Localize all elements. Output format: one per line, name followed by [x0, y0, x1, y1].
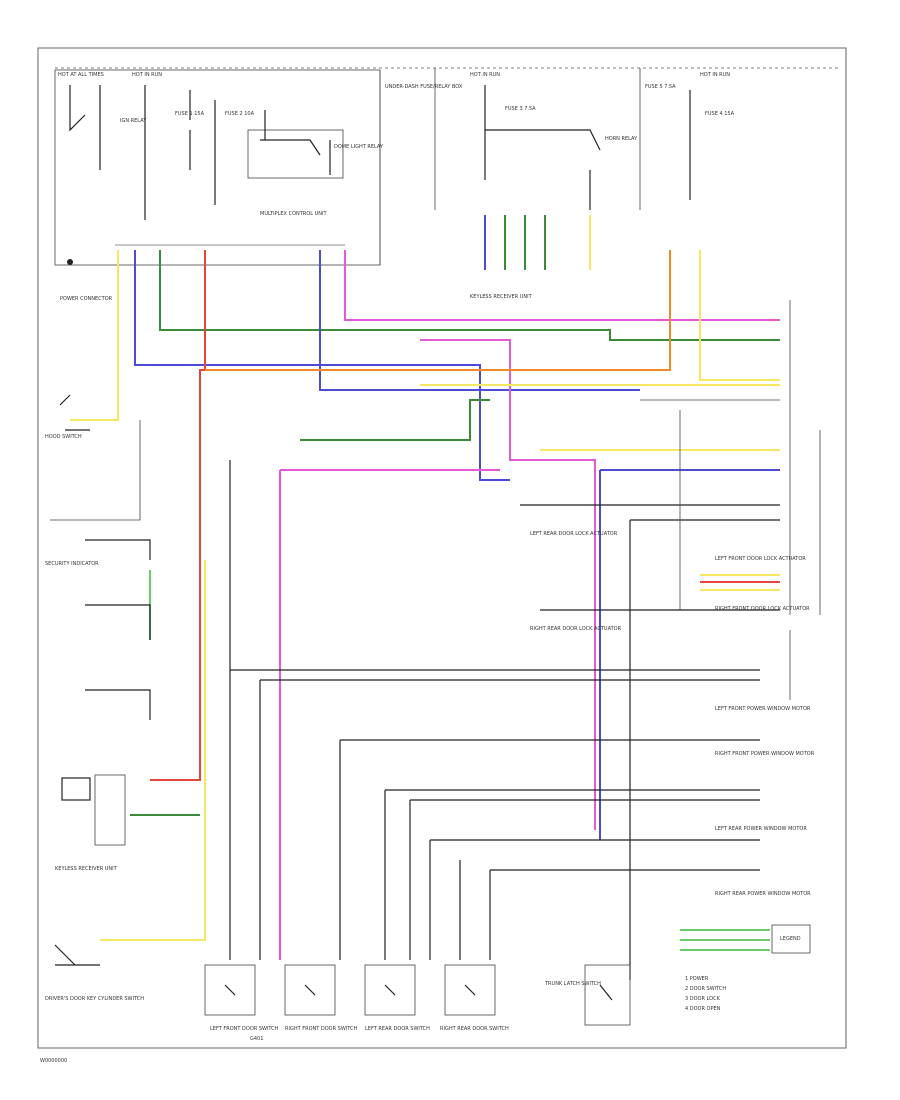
- wire-pink-2: [420, 339, 596, 830]
- label-key-cyl-switch: DRIVER'S DOOR KEY CYLINDER SWITCH: [45, 996, 144, 1002]
- wire-yellow-6: [700, 574, 780, 591]
- label-lr-door-lock: LEFT REAR DOOR LOCK ACTUATOR: [530, 531, 618, 537]
- legend-item-3: 4 DOOR OPEN: [685, 1006, 721, 1012]
- label-lf-door-switch: LEFT FRONT DOOR SWITCH: [210, 1026, 279, 1032]
- label-fuse-5: FUSE 5 7.5A: [645, 84, 676, 90]
- wire-group-mid: [484, 215, 526, 270]
- wire-red-1: [150, 250, 206, 781]
- legend: LEGEND 1 POWER 2 DOOR SWITCH 3 DOOR LOCK…: [685, 924, 811, 1012]
- key-cylinder-switch: DRIVER'S DOOR KEY CYLINDER SWITCH: [45, 944, 144, 1002]
- label-lf-door-lock: LEFT FRONT DOOR LOCK ACTUATOR: [715, 556, 806, 562]
- label-trunk-switch: TRUNK LATCH SWITCH: [544, 981, 601, 987]
- label-ground: G401: [250, 1036, 263, 1042]
- label-fuse-3: FUSE 3 7.5A: [505, 106, 536, 112]
- diagram-border: [37, 47, 847, 1049]
- wire-blue-3: [599, 469, 780, 840]
- diagram-code: W0000000: [40, 1058, 67, 1064]
- relay-box: [247, 129, 344, 179]
- label-power-connector: POWER CONNECTOR: [60, 296, 113, 302]
- label-fuse-1: FUSE 1 15A: [175, 111, 205, 117]
- wire-blue-1: [134, 250, 510, 481]
- fuse-box: [54, 69, 381, 266]
- label-fuse-2: FUSE 2 10A: [225, 111, 255, 117]
- hood-switch: HOOD SWITCH: [45, 394, 90, 440]
- wire-yellow-5: [100, 560, 206, 941]
- lr-door-switch: LEFT REAR DOOR SWITCH: [364, 964, 430, 1032]
- rf-door-switch: RIGHT FRONT DOOR SWITCH: [284, 964, 358, 1032]
- label-hot-all-times-1: HOT AT ALL TIMES: [58, 72, 104, 78]
- wire-yellow-3: [420, 250, 780, 386]
- label-hot-in-run-2: HOT IN RUN: [470, 72, 500, 78]
- label-hot-in-run-1: HOT IN RUN: [132, 72, 162, 78]
- label-hot-in-run-3: HOT IN RUN: [700, 72, 730, 78]
- wire-green-2: [300, 399, 490, 441]
- control-unit-connector: MULTIPLEX CONTROL UNIT: [115, 211, 345, 246]
- power-connector: POWER CONNECTOR: [60, 259, 113, 302]
- wire-ltgreen-2: [680, 929, 770, 951]
- label-keyless-receiver: KEYLESS RECEIVER UNIT: [55, 866, 118, 872]
- label-rr-door-switch: RIGHT REAR DOOR SWITCH: [440, 1026, 509, 1032]
- wire-blue-2: [319, 250, 640, 391]
- label-horn-relay: HORN RELAY: [605, 136, 638, 142]
- legend-item-1: 2 DOOR SWITCH: [685, 986, 726, 992]
- label-rf-door-lock: RIGHT FRONT DOOR LOCK ACTUATOR: [715, 606, 810, 612]
- label-lr-door-switch: LEFT REAR DOOR SWITCH: [365, 1026, 430, 1032]
- wire-pink-1: [344, 250, 780, 321]
- wire-green-1: [159, 250, 780, 341]
- legend-title: LEGEND: [780, 936, 801, 942]
- wire-yellow-1: [70, 250, 119, 421]
- label-ign-relay: IGN RELAY: [120, 118, 147, 124]
- label-lf-power-window: LEFT FRONT POWER WINDOW MOTOR: [715, 706, 811, 712]
- label-security-indicator: SECURITY INDICATOR: [45, 561, 99, 567]
- label-rf-door-switch: RIGHT FRONT DOOR SWITCH: [285, 1026, 358, 1032]
- wire-pink-3: [279, 469, 500, 960]
- label-keyless-ant: KEYLESS RECEIVER UNIT: [470, 294, 533, 300]
- label-rr-door-lock: RIGHT REAR DOOR LOCK ACTUATOR: [530, 626, 622, 632]
- label-fuse-4: FUSE 4 15A: [705, 111, 735, 117]
- security-indicator: SECURITY INDICATOR: [45, 539, 151, 720]
- label-panel-note: UNDER-DASH FUSE/RELAY BOX: [385, 84, 463, 90]
- legend-item-2: 3 DOOR LOCK: [685, 996, 721, 1002]
- label-dome-relay: DOME LIGHT RELAY: [334, 144, 384, 150]
- label-rr-power-window: RIGHT REAR POWER WINDOW MOTOR: [715, 891, 811, 897]
- wire-orange-1: [205, 250, 671, 371]
- legend-item-0: 1 POWER: [685, 976, 709, 982]
- label-hood-switch: HOOD SWITCH: [45, 434, 82, 440]
- label-rf-power-window: RIGHT FRONT POWER WINDOW MOTOR: [715, 751, 815, 757]
- label-lr-power-window: LEFT REAR POWER WINDOW MOTOR: [715, 826, 807, 832]
- lf-door-switch: LEFT FRONT DOOR SWITCH: [204, 964, 279, 1032]
- rr-door-switch: RIGHT REAR DOOR SWITCH: [440, 964, 509, 1032]
- label-control-unit: MULTIPLEX CONTROL UNIT: [260, 211, 327, 217]
- trunk-switch: TRUNK LATCH SWITCH: [544, 964, 631, 1026]
- keyless-receiver: KEYLESS RECEIVER UNIT: [55, 774, 126, 872]
